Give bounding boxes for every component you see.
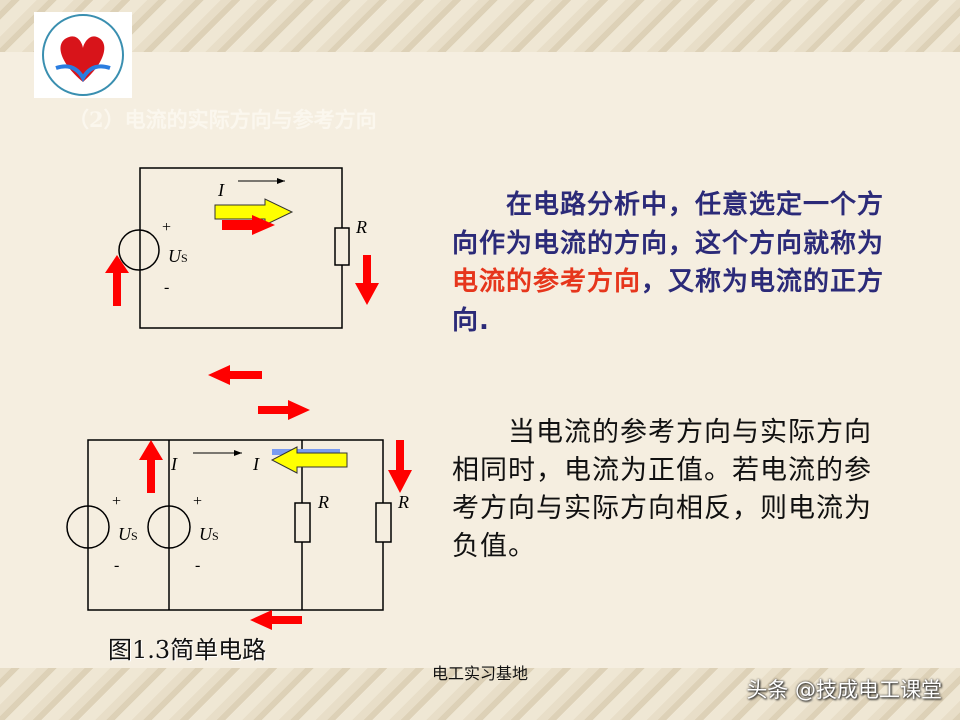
svg-text:+: + <box>193 493 202 510</box>
svg-text:US: US <box>199 524 219 544</box>
slide-title: （2）电流的实际方向与参考方向 <box>68 107 377 132</box>
red-arrow-up <box>105 255 129 306</box>
resistor-label: R <box>355 217 367 237</box>
paragraph-reference-direction: 在电路分析中，任意选定一个方向作为电流的方向，这个方向就称为电流的参考方向，又称… <box>452 190 885 336</box>
current-label: I <box>217 180 225 200</box>
decorative-border-top <box>0 0 960 52</box>
resistor <box>375 502 392 543</box>
svg-text:I: I <box>252 454 260 474</box>
red-arrow-left <box>250 610 302 630</box>
watermark: 头条 @技成电工课堂 <box>746 678 942 702</box>
svg-text:+: + <box>162 219 171 236</box>
svg-text:R: R <box>397 492 409 512</box>
source-label: US <box>168 246 188 266</box>
highlight-text: 电流的参考方向 <box>452 267 642 297</box>
resistor <box>334 227 350 266</box>
yellow-arrow-left <box>270 446 348 474</box>
red-arrow-up <box>139 440 163 493</box>
svg-text:US: US <box>118 524 138 544</box>
red-arrow-down <box>388 440 412 493</box>
red-arrow-down <box>355 255 379 305</box>
bottom-circuit <box>66 439 392 611</box>
top-circuit <box>118 167 350 329</box>
red-arrow-right <box>222 215 275 235</box>
svg-text:+: + <box>112 493 121 510</box>
decorative-border-bottom <box>0 668 960 720</box>
blue-bar <box>272 449 340 455</box>
red-arrow-left <box>208 365 262 385</box>
paragraph-sign-rule: 当电流的参考方向与实际方向相同时，电流为正值。若电流的参考方向与实际方向相反，则… <box>452 417 872 562</box>
red-arrow-right <box>258 400 310 420</box>
svg-text:R: R <box>317 492 329 512</box>
resistor <box>294 502 311 543</box>
yellow-arrow-right <box>214 198 294 226</box>
voltage-source <box>66 505 110 549</box>
footer-text: 电工实习基地 <box>431 664 528 683</box>
voltage-source <box>147 505 191 549</box>
svg-text:I: I <box>170 454 178 474</box>
university-logo <box>34 12 132 98</box>
svg-text:-: - <box>164 279 169 296</box>
figure-caption: 图1.3简单电路 <box>108 636 267 664</box>
voltage-source <box>118 229 160 271</box>
svg-text:-: - <box>114 557 119 574</box>
svg-text:-: - <box>195 557 200 574</box>
